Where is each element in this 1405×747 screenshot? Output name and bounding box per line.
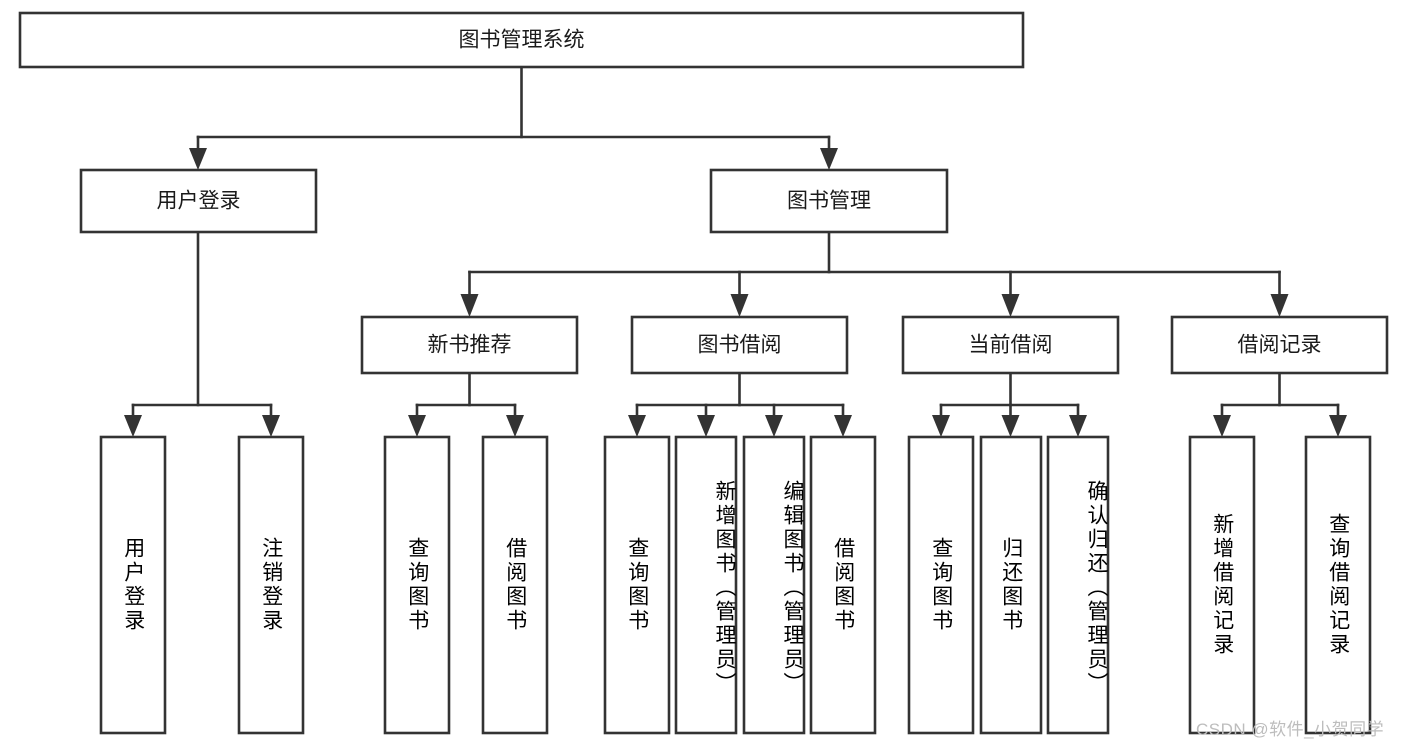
connector-group-bookborrow: [628, 371, 852, 437]
node-leaf-current-borrow-0-box[interactable]: [907, 435, 975, 735]
csdn-watermark: CSDN @软件_小贺同学: [1196, 720, 1385, 739]
arrow-head-leaf-borrow-record-0: [1213, 415, 1231, 437]
node-leaf-book-borrow-2-box[interactable]: [742, 435, 806, 735]
arrow-head-leaf-borrow-record-1: [1329, 415, 1347, 437]
node-leaf-current-borrow-2-box[interactable]: [1046, 435, 1110, 735]
node-leaf-borrow-record-0-box[interactable]: [1188, 435, 1256, 735]
node-leaf-book-borrow-0-box[interactable]: [603, 435, 671, 735]
connector-group-newbook: [408, 371, 524, 437]
arrow-head-leaf-book-borrow-1: [697, 415, 715, 437]
node-level3-book-borrow-label: 图书借阅: [698, 334, 782, 357]
node-level2-user-login-box[interactable]: [79, 168, 318, 234]
arrow-head-userlogin: [189, 148, 207, 170]
connector-group-currentborrow: [932, 371, 1087, 437]
node-level2-user-login-label: 用户登录: [157, 190, 241, 213]
node-leaf-user-login-0-box[interactable]: [99, 435, 167, 735]
arrow-head-leaf-current-borrow-0: [932, 415, 950, 437]
arrow-head-leaf-book-borrow-0: [628, 415, 646, 437]
node-leaf-new-book-0-box[interactable]: [383, 435, 451, 735]
node-level3-new-book-box[interactable]: [360, 315, 579, 375]
node-leaf-current-borrow-1-box[interactable]: [979, 435, 1043, 735]
node-level3-current-borrow-box[interactable]: [901, 315, 1120, 375]
node-level3-current-borrow-label: 当前借阅: [969, 334, 1053, 357]
arrow-head-bookborrow: [730, 294, 749, 317]
node-root-box[interactable]: [18, 11, 1025, 69]
node-level2-book-management-label: 图书管理: [787, 190, 871, 213]
node-level3-borrow-record-label: 借阅记录: [1238, 334, 1322, 357]
arrow-head-leaf-current-borrow-1: [1001, 415, 1020, 437]
connector-group-bookmgmt: [460, 230, 1289, 317]
node-level3-new-book-label: 新书推荐: [428, 334, 512, 357]
arrow-head-borrowrecord: [1270, 294, 1289, 317]
node-leaf-user-login-1-box[interactable]: [237, 435, 305, 735]
arrow-head-newbook: [460, 294, 479, 317]
node-leaf-book-borrow-1-box[interactable]: [674, 435, 738, 735]
node-level3-borrow-record-box[interactable]: [1170, 315, 1389, 375]
arrow-head-currentborrow: [1001, 294, 1020, 317]
node-root-label: 图书管理系统: [459, 29, 585, 52]
connector-group-borrowrecord: [1213, 371, 1347, 437]
arrow-head-leaf-new-book-1: [506, 415, 524, 437]
arrow-head-leaf-book-borrow-2: [765, 415, 783, 437]
arrow-head-leaf-current-borrow-2: [1069, 415, 1087, 437]
arrow-head-leaf-book-borrow-3: [834, 415, 852, 437]
arrow-head-bookmgmt: [820, 148, 838, 170]
node-level2-book-management-box[interactable]: [709, 168, 949, 234]
arrow-head-leaf-user-login-0: [124, 415, 142, 437]
arrow-head-leaf-user-login-1: [262, 415, 280, 437]
arrow-head-leaf-new-book-0: [408, 415, 426, 437]
node-leaf-book-borrow-3-box[interactable]: [809, 435, 877, 735]
node-leaf-new-book-1-box[interactable]: [481, 435, 549, 735]
node-leaf-borrow-record-1-box[interactable]: [1304, 435, 1372, 735]
connector-group-root: [189, 65, 838, 170]
connector-group-userlogin: [124, 230, 280, 437]
node-level3-book-borrow-box[interactable]: [630, 315, 849, 375]
